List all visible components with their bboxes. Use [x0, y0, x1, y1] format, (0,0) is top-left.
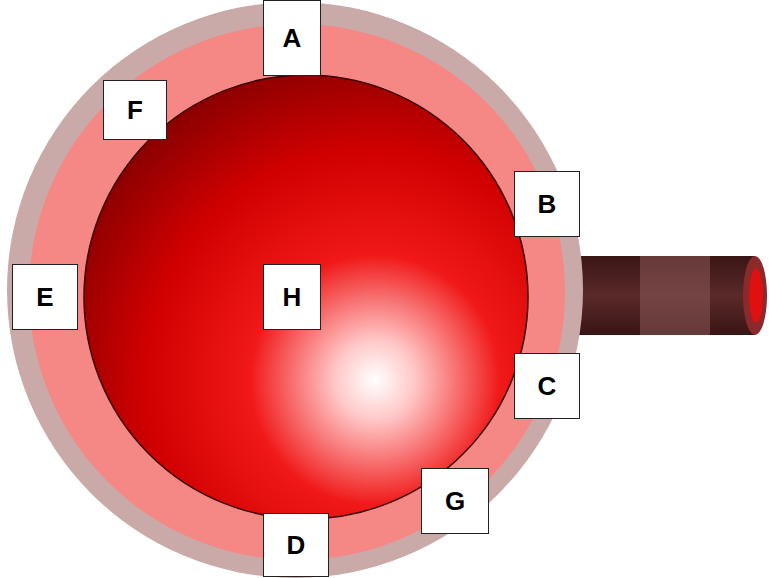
callout-letter: A: [283, 25, 302, 51]
callout-box: G: [421, 468, 489, 534]
callout-box: C: [514, 353, 580, 419]
callout-letter: G: [445, 488, 465, 514]
outer-layer: [7, 2, 583, 578]
callout-box: H: [263, 264, 321, 330]
callout-letter: E: [36, 284, 53, 310]
callout-box: A: [263, 0, 321, 76]
tube: [575, 256, 767, 335]
middle-layer: [29, 24, 565, 560]
callout-box: B: [514, 171, 580, 237]
callout-letter: F: [127, 97, 143, 123]
inner-sphere: [84, 75, 528, 519]
callout-letter: B: [538, 191, 557, 217]
callout-letter: D: [287, 532, 306, 558]
callout-box: F: [103, 80, 167, 140]
callout-box: D: [263, 513, 329, 577]
callout-letter: C: [538, 373, 557, 399]
callout-letter: H: [283, 284, 302, 310]
callout-box: E: [12, 264, 78, 330]
